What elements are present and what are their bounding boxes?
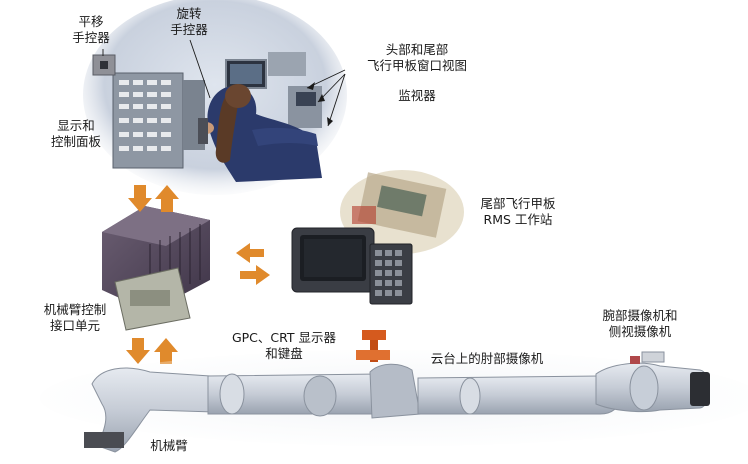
label-wrist-camera-line2: 侧视摄像机 (588, 324, 692, 340)
translation-controller-photo (93, 55, 115, 75)
label-window-view-line3: 监视器 (348, 88, 486, 104)
label-rotation-controller-line1: 旋转 (160, 6, 218, 22)
label-rotation-controller-line2: 手控器 (160, 22, 218, 38)
label-aft-station-line2: RMS 工作站 (466, 212, 570, 228)
label-aft-rms-workstation: 尾部飞行甲板 RMS 工作站 (466, 196, 570, 228)
label-display-control-panel: 显示和 控制面板 (42, 118, 110, 150)
label-gpc-line1: GPC、CRT 显示器 (214, 330, 354, 346)
robotic-arm-photo (40, 330, 748, 452)
label-elbow-camera: 云台上的肘部摄像机 (412, 351, 562, 367)
label-interface-unit-line2: 接口单元 (30, 318, 120, 334)
label-interface-unit-line1: 机械臂控制 (30, 302, 120, 318)
label-display-panel-line2: 控制面板 (42, 134, 110, 150)
label-aft-station-line1: 尾部飞行甲板 (466, 196, 570, 212)
label-rotation-controller: 旋转 手控器 (160, 6, 218, 38)
label-translation-controller: 平移 手控器 (64, 14, 118, 46)
label-window-view-line2: 飞行甲板窗口视图 (348, 58, 486, 74)
label-robotic-arm: 机械臂 (134, 438, 204, 454)
label-wrist-camera-line1: 腕部摄像机和 (588, 308, 692, 324)
label-gpc-crt-keyboard: GPC、CRT 显示器 和键盘 (214, 330, 354, 362)
label-window-view-line1: 头部和尾部 (348, 42, 486, 58)
label-wrist-side-camera: 腕部摄像机和 侧视摄像机 (588, 308, 692, 340)
label-display-panel-line1: 显示和 (42, 118, 110, 134)
label-window-view-monitor: 头部和尾部 飞行甲板窗口视图 监视器 (348, 42, 486, 104)
label-gpc-line2: 和键盘 (214, 346, 354, 362)
label-translation-controller-line1: 平移 (64, 14, 118, 30)
label-interface-unit: 机械臂控制 接口单元 (30, 302, 120, 334)
label-translation-controller-line2: 手控器 (64, 30, 118, 46)
